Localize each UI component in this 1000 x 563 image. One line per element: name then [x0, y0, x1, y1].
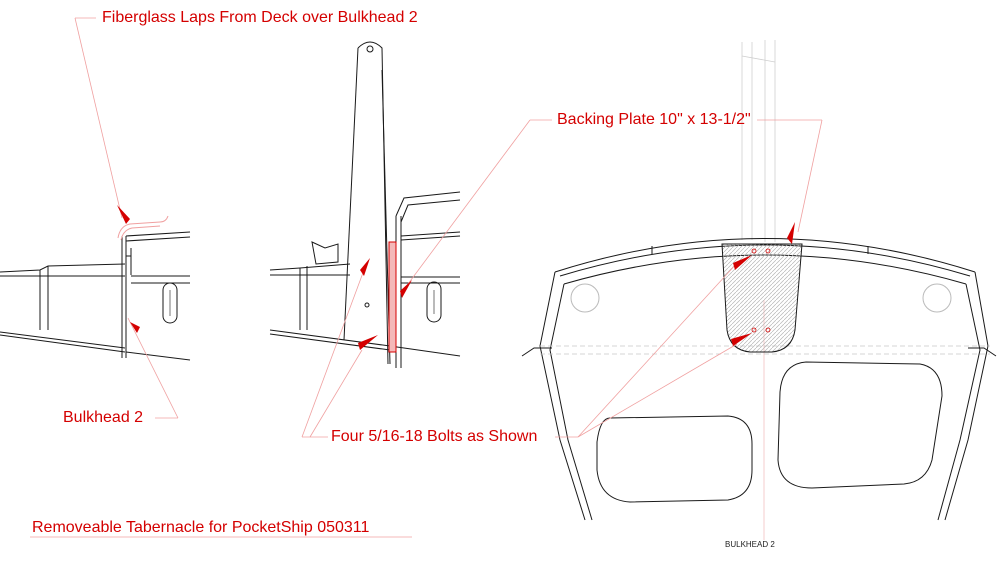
- bulkhead-elevation: [521, 40, 997, 540]
- label-fiberglass-laps: Fiberglass Laps From Deck over Bulkhead …: [102, 9, 418, 26]
- backing-plate-side: [388, 241, 397, 353]
- arrowheads: [117, 205, 795, 350]
- backing-plate-front: [721, 243, 803, 353]
- bulkhead-caption: BULKHEAD 2: [725, 540, 775, 549]
- middle-section-view: [269, 41, 461, 368]
- bolt-holes: [751, 248, 771, 333]
- left-section-view: [0, 231, 191, 361]
- label-bolts: Four 5/16-18 Bolts as Shown: [331, 428, 538, 445]
- label-backing-plate: Backing Plate 10" x 13-1/2": [557, 111, 751, 128]
- leader-lines: [30, 17, 823, 538]
- label-bulkhead-2: Bulkhead 2: [63, 409, 144, 426]
- drawing-title: Removeable Tabernacle for PocketShip 050…: [32, 519, 370, 536]
- fiberglass-lap-inner: [120, 225, 161, 241]
- fiberglass-lap: [117, 215, 169, 239]
